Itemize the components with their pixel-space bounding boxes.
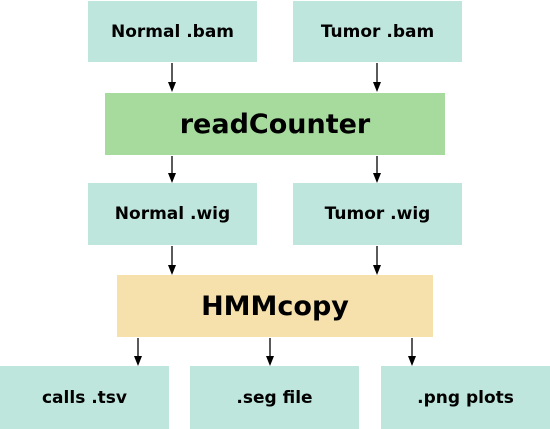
png-plots-box: .png plots	[381, 366, 550, 429]
calls-tsv-box: calls .tsv	[0, 366, 169, 429]
arrow-tumor-wig-to-hmmcopy	[373, 246, 381, 275]
readcounter-box: readCounter	[105, 93, 445, 155]
arrow-tumor-bam-to-readcounter	[373, 63, 381, 92]
normal-wig-box: Normal .wig	[88, 183, 257, 245]
hmmcopy-label: HMMcopy	[201, 290, 349, 322]
arrow-hmmcopy-to-seg-file	[266, 338, 274, 366]
arrow-normal-wig-to-hmmcopy	[168, 246, 176, 275]
tumor-wig-label: Tumor .wig	[324, 204, 431, 224]
tumor-wig-box: Tumor .wig	[293, 183, 462, 245]
arrow-readcounter-to-tumor-wig	[373, 156, 381, 183]
seg-file-label: .seg file	[236, 387, 313, 408]
tumor-bam-box: Tumor .bam	[293, 1, 462, 62]
normal-wig-label: Normal .wig	[114, 204, 231, 224]
normal-bam-label: Normal .bam	[110, 21, 235, 42]
readcounter-label: readCounter	[179, 108, 371, 140]
arrow-normal-bam-to-readcounter	[168, 63, 176, 92]
png-plots-label: .png plots	[417, 387, 514, 408]
arrow-readcounter-to-normal-wig	[168, 156, 176, 183]
arrow-hmmcopy-to-calls-tsv	[134, 338, 142, 366]
normal-bam-box: Normal .bam	[88, 1, 257, 62]
hmmcopy-box: HMMcopy	[117, 275, 433, 337]
arrow-hmmcopy-to-png-plots	[408, 338, 416, 366]
seg-file-box: .seg file	[190, 366, 359, 429]
calls-tsv-label: calls .tsv	[41, 387, 128, 408]
tumor-bam-label: Tumor .bam	[320, 21, 435, 42]
